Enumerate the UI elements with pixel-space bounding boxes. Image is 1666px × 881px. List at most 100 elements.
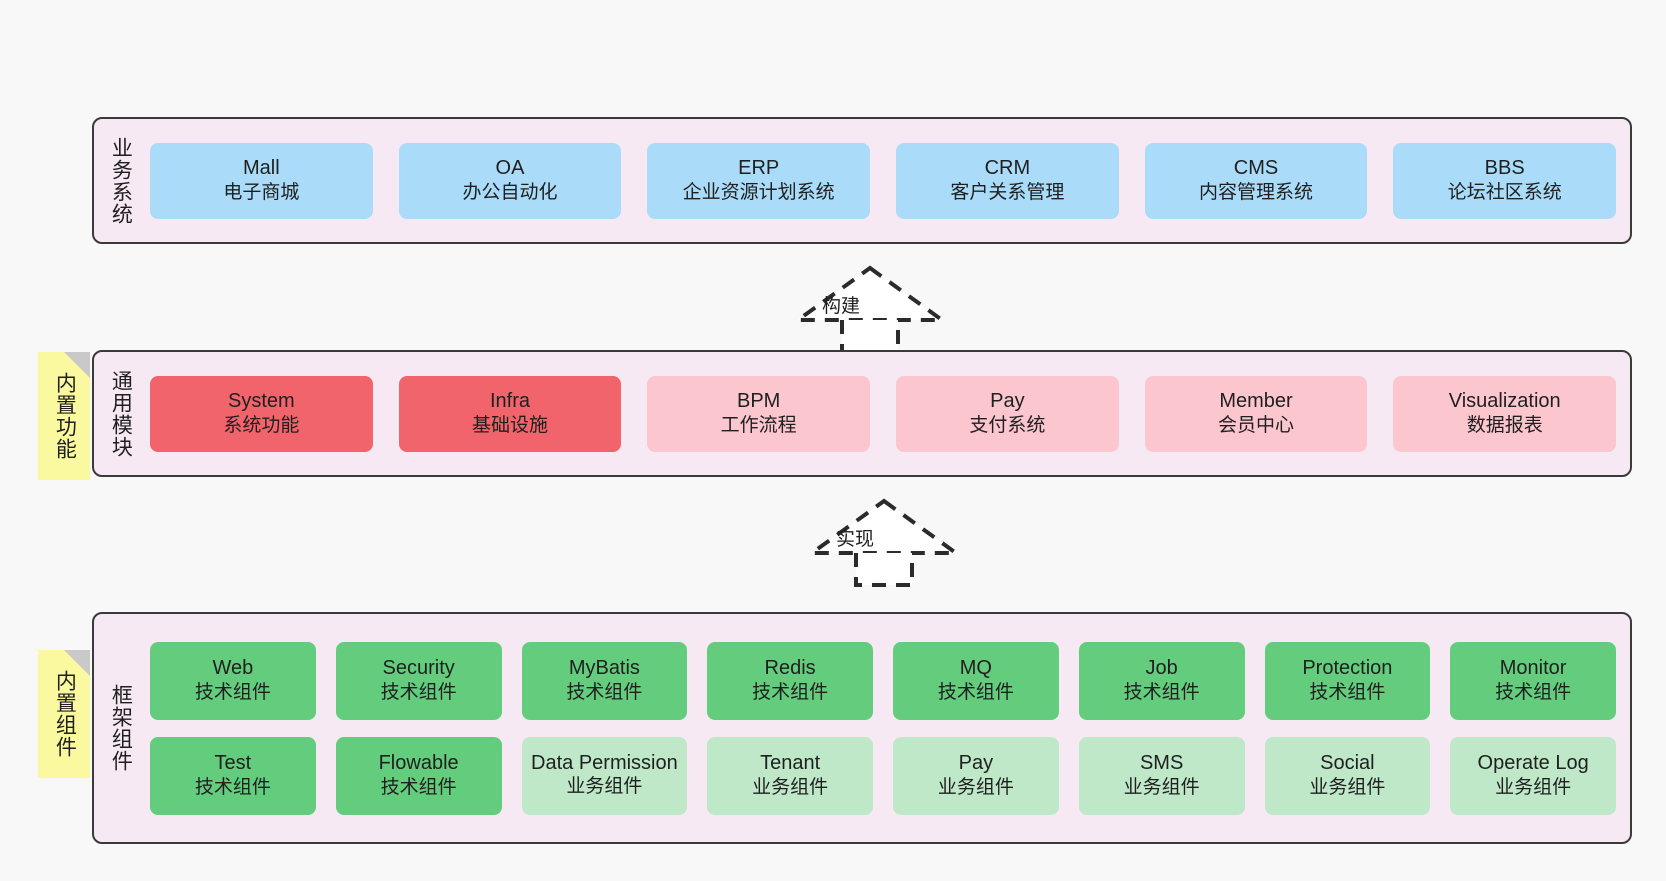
module-box-mall[interactable]: Mall 电子商城 [150,142,373,219]
module-subtitle: 工作流程 [720,415,797,437]
component-box-pay[interactable]: Pay 业务组件 [893,736,1059,815]
component-box-social[interactable]: Social 业务组件 [1264,736,1431,815]
module-title: CMS [1233,156,1279,179]
component-subtitle: 技术组件 [380,682,457,704]
component-subtitle: 技术组件 [752,682,829,704]
component-title: Test [214,751,252,774]
component-subtitle: 业务组件 [937,777,1014,799]
layer-body-business-systems: Mall 电子商城 OA 办公自动化 ERP 企业资源计划系统 CRM 客户关系… [146,119,1630,242]
module-subtitle: 会员中心 [1218,415,1295,437]
module-title: Infra [489,389,531,412]
component-box-security[interactable]: Security 技术组件 [335,641,502,720]
component-box-mq[interactable]: MQ 技术组件 [893,641,1059,720]
component-subtitle: 技术组件 [566,682,643,704]
component-box-tenant[interactable]: Tenant 业务组件 [707,736,873,815]
module-title: ERP [738,156,780,179]
module-subtitle: 内容管理系统 [1199,182,1314,204]
component-box-test[interactable]: Test 技术组件 [150,736,316,815]
module-row: Mall 电子商城 OA 办公自动化 ERP 企业资源计划系统 CRM 客户关系… [150,142,1617,219]
component-subtitle: 业务组件 [1495,777,1572,799]
component-subtitle: 技术组件 [1123,682,1200,704]
component-box-monitor[interactable]: Monitor 技术组件 [1450,641,1616,720]
layer-common-modules: 通用模块 System 系统功能 Infra 基础设施 BPM 工作流程 Pay… [92,350,1632,477]
component-title: Web [212,656,254,679]
module-title: System [227,389,295,412]
component-title: MyBatis [568,656,640,679]
module-title: BPM [737,389,781,412]
module-row: Test 技术组件 Flowable 技术组件 Data Permission … [150,736,1616,815]
connector-implement [804,495,964,587]
component-subtitle: 技术组件 [937,682,1014,704]
module-box-visualization[interactable]: Visualization 数据报表 [1393,375,1617,452]
component-box-job[interactable]: Job 技术组件 [1078,641,1245,720]
module-subtitle: 电子商城 [223,182,300,204]
component-box-web[interactable]: Web 技术组件 [150,641,316,720]
component-subtitle: 技术组件 [1495,682,1572,704]
module-title: Member [1219,389,1293,412]
module-box-system[interactable]: System 系统功能 [150,375,373,452]
module-box-infra[interactable]: Infra 基础设施 [398,375,622,452]
component-subtitle: 业务组件 [1309,777,1386,799]
component-box-sms[interactable]: SMS 业务组件 [1078,736,1245,815]
module-box-pay[interactable]: Pay 支付系统 [896,375,1119,452]
module-box-bpm[interactable]: BPM 工作流程 [647,375,871,452]
component-box-flowable[interactable]: Flowable 技术组件 [335,736,502,815]
layer-business-systems: 业务系统 Mall 电子商城 OA 办公自动化 ERP 企业资源计划系统 CRM… [92,117,1632,244]
module-title: BBS [1484,156,1525,179]
component-title: MQ [959,656,992,679]
layer-body-framework-components: Web 技术组件 Security 技术组件 MyBatis 技术组件 Redi… [146,614,1630,842]
note-builtin-features: 内置功能 [38,352,90,480]
component-subtitle: 业务组件 [752,777,829,799]
component-title: Operate Log [1477,751,1589,774]
module-title: Mall [243,156,280,179]
module-box-bbs[interactable]: BBS 论坛社区系统 [1393,142,1617,219]
component-subtitle: 技术组件 [1309,682,1386,704]
component-box-mybatis[interactable]: MyBatis 技术组件 [521,641,688,720]
component-box-redis[interactable]: Redis 技术组件 [707,641,873,720]
component-subtitle: 技术组件 [194,777,271,799]
module-box-crm[interactable]: CRM 客户关系管理 [896,142,1119,219]
module-subtitle: 数据报表 [1466,415,1543,437]
connector-build-label: 构建 [822,296,861,317]
module-subtitle: 论坛社区系统 [1447,182,1562,204]
module-subtitle: 企业资源计划系统 [682,182,835,204]
generalization-arrow-icon [791,265,949,354]
note-text: 内置组件 [53,670,77,758]
component-title: Data Permission [531,752,678,775]
module-title: OA [495,156,525,179]
component-title: Monitor [1499,656,1567,679]
layer-title-framework-components: 框架组件 [109,684,133,772]
connector-build [790,262,950,354]
folded-corner-icon [64,352,90,378]
component-box-data-permission[interactable]: Data Permission 业务组件 [521,736,688,815]
module-subtitle: 系统功能 [223,415,300,437]
module-subtitle: 基础设施 [472,415,549,437]
generalization-arrow-icon [805,498,963,587]
module-box-member[interactable]: Member 会员中心 [1144,375,1368,452]
module-subtitle: 支付系统 [969,415,1046,437]
layer-title-common-modules: 通用模块 [109,369,133,458]
component-box-operate-log[interactable]: Operate Log 业务组件 [1450,736,1616,815]
module-box-cms[interactable]: CMS 内容管理系统 [1144,142,1368,219]
module-title: CRM [984,156,1031,179]
module-title: Visualization [1448,389,1561,412]
component-subtitle: 技术组件 [380,777,457,799]
component-title: Security [382,656,455,679]
folded-corner-icon [64,650,90,676]
component-title: Social [1320,751,1375,774]
component-title: Pay [958,751,994,774]
component-title: Redis [764,656,816,679]
layer-framework-components: 框架组件 Web 技术组件 Security 技术组件 MyBatis 技术组件… [92,612,1632,844]
component-subtitle: 业务组件 [566,775,643,797]
module-subtitle: 办公自动化 [462,182,558,204]
module-subtitle: 客户关系管理 [950,182,1065,204]
component-box-protection[interactable]: Protection 技术组件 [1264,641,1431,720]
component-title: Job [1145,656,1178,679]
component-title: Flowable [378,751,459,774]
module-box-erp[interactable]: ERP 企业资源计划系统 [647,142,871,219]
module-row: Web 技术组件 Security 技术组件 MyBatis 技术组件 Redi… [150,641,1616,720]
component-subtitle: 业务组件 [1123,777,1200,799]
module-box-oa[interactable]: OA 办公自动化 [398,142,622,219]
component-subtitle: 技术组件 [194,682,271,704]
